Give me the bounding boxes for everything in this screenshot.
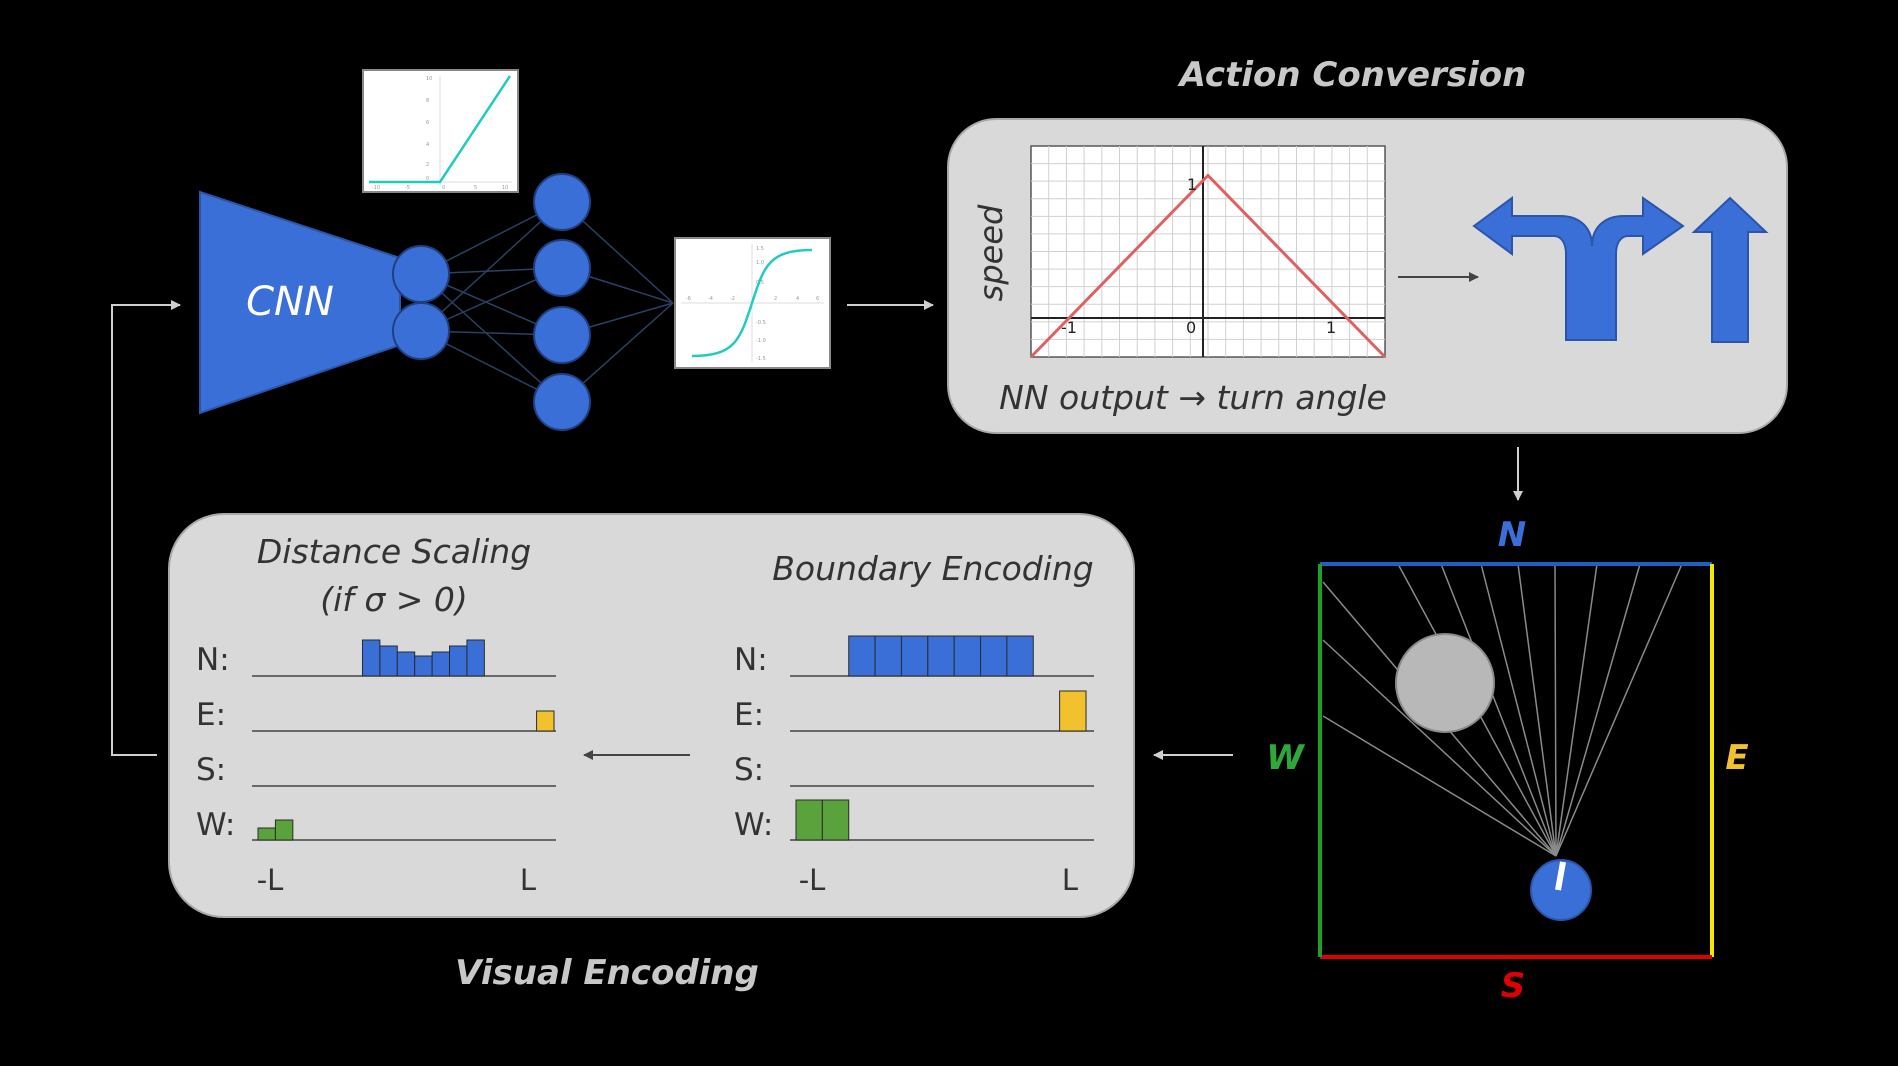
boundary-bar-w: [821, 799, 850, 841]
tanh-y-tick: 1.5: [756, 246, 764, 252]
scaling-bar-w: [274, 819, 294, 841]
boundary-bar-e: [1059, 690, 1087, 732]
scaling-axis-right: L: [520, 863, 536, 897]
up-arrow-icon: [1691, 196, 1769, 343]
feedback-loop-arrow: [111, 300, 181, 756]
scaling-row-label-s: S:: [196, 752, 226, 788]
scaling-bar-n: [361, 639, 381, 677]
input-neuron: [392, 245, 450, 303]
scaling-title: Distance Scaling: [257, 532, 531, 571]
boundary-row-label-e: E:: [734, 697, 764, 733]
nn-connections: [420, 201, 674, 403]
relu-x-tick: 10: [502, 185, 508, 191]
tanh-y-tick: -0.5: [756, 320, 766, 326]
scaling-bar-n: [396, 651, 416, 677]
relu-plot: 10 8 6 4 2 0 -10 -5 0 5 10: [362, 69, 519, 193]
scaling-bar-n: [379, 645, 398, 677]
speed-tick-0: 0: [1186, 318, 1196, 337]
vision-rays: [1322, 563, 1683, 857]
fork-arrow-icon: [1472, 196, 1685, 341]
hidden-neuron: [533, 306, 591, 364]
boundary-bar-w: [795, 799, 823, 841]
boundary-bar-n: [874, 635, 902, 677]
tanh-x-tick: 6: [816, 296, 819, 302]
tanh-y-tick: 1.0: [756, 260, 764, 266]
obstacle: [1395, 633, 1495, 733]
scaling-row-label-w: W:: [196, 807, 235, 843]
cnn-label: CNN: [246, 279, 334, 325]
hidden-neuron: [533, 173, 591, 231]
hidden-neuron: [533, 373, 591, 431]
boundary-row-label-n: N:: [734, 642, 768, 678]
relu-y-tick: 0: [426, 176, 429, 182]
agent-heading: [1555, 861, 1566, 891]
arena: N S W E: [1266, 515, 1748, 1006]
scaling-bar-e: [536, 710, 555, 732]
speed-plot: 1 -1 0 1: [1029, 145, 1387, 359]
boundary-axis-right: L: [1062, 863, 1078, 897]
arena-south-label: S: [1501, 966, 1526, 1006]
relu-curve: [369, 75, 512, 184]
action-conversion-title: Action Conversion: [1177, 55, 1527, 95]
boundary-bar-n: [848, 635, 876, 677]
boundary-bar-n: [980, 635, 1008, 677]
hidden-neuron: [533, 239, 591, 297]
visual-encoding-box: [168, 513, 1135, 918]
relu-x-tick: 0: [442, 185, 445, 191]
scaling-bar-n: [466, 639, 485, 677]
speed-tick-pos1: 1: [1326, 318, 1336, 337]
boundary-bar-n: [927, 635, 955, 677]
tanh-x-tick: -2: [730, 296, 735, 302]
tanh-plot: 1.5 1.0 0.5 -0.5 -1.0 -1.5 -6 -4 -2 2 4 …: [674, 237, 831, 369]
scaling-bar-n: [431, 651, 451, 677]
scaling-row-label-e: E:: [196, 697, 226, 733]
arena-north-label: N: [1498, 515, 1526, 555]
boundary-title: Boundary Encoding: [772, 549, 1094, 588]
boundary-axis-left: -L: [799, 863, 826, 897]
relu-x-tick: -10: [372, 185, 380, 191]
speed-line: [1029, 173, 1387, 359]
arena-west-label: W: [1266, 738, 1305, 778]
tanh-y-tick: -1.5: [756, 356, 766, 362]
relu-y-tick: 4: [426, 142, 429, 148]
speed-tick-1: 1: [1187, 175, 1197, 194]
speed-tick-neg1: -1: [1061, 318, 1077, 337]
relu-y-tick: 8: [426, 98, 429, 104]
scaling-axis-left: -L: [257, 863, 284, 897]
scaling-row-label-n: N:: [196, 642, 230, 678]
scaling-subtitle: (if σ > 0): [320, 580, 468, 619]
scaling-bar-w: [257, 827, 276, 841]
visual-encoding-panel: Visual Encoding Distance Scaling (if σ >…: [168, 513, 1135, 993]
boundary-row-label-w: W:: [734, 807, 773, 843]
scaling-bar-n: [449, 645, 468, 677]
speed-axis-label: speed: [972, 204, 1010, 301]
action-conversion-panel: Action Conversion 1 -1 0 1 speed NN outp…: [947, 55, 1788, 434]
scaling-bar-n: [414, 655, 433, 677]
arena-east-label: E: [1725, 738, 1748, 778]
tanh-y-tick: -1.0: [756, 338, 766, 344]
boundary-bar-n: [953, 635, 982, 677]
action-caption: NN output → turn angle: [999, 378, 1387, 417]
relu-y-tick: 6: [426, 120, 429, 126]
boundary-bar-n: [1006, 635, 1034, 677]
relu-y-tick: 10: [426, 76, 432, 82]
tanh-curve: [691, 248, 813, 358]
relu-x-tick: 5: [474, 185, 477, 191]
input-neuron: [392, 302, 450, 360]
boundary-bar-n: [900, 635, 929, 677]
tanh-x-tick: -4: [708, 296, 713, 302]
boundary-row-label-s: S:: [734, 752, 764, 788]
relu-y-tick: 2: [426, 162, 429, 168]
relu-x-tick: -5: [405, 185, 410, 191]
tanh-x-tick: -6: [686, 296, 691, 302]
visual-encoding-title: Visual Encoding: [455, 953, 759, 993]
neural-network: CNN 10 8 6: [199, 69, 831, 431]
tanh-x-tick: 2: [774, 296, 777, 302]
tanh-x-tick: 4: [796, 296, 799, 302]
